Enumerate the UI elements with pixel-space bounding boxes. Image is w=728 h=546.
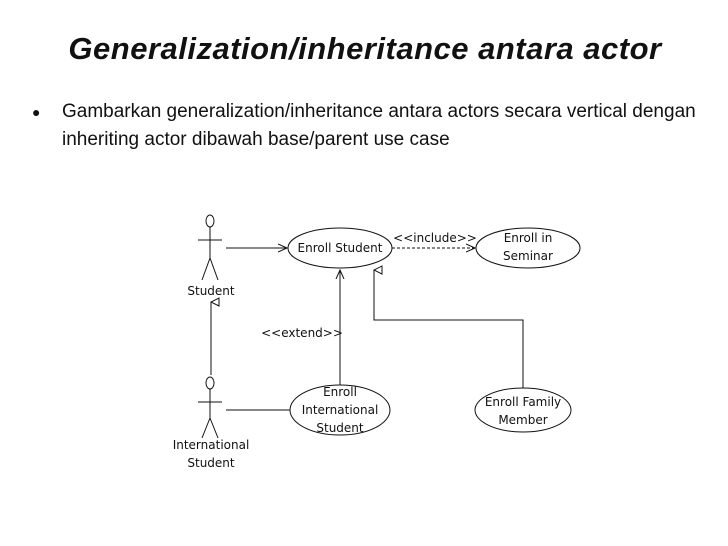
actor-international-head — [205, 376, 215, 390]
actor-international-left-leg — [201, 417, 211, 439]
actor-international-right-leg — [209, 417, 219, 439]
extend-relation-label: <<extend>> — [261, 326, 343, 340]
slide-title: Generalization/inheritance antara actor — [68, 31, 662, 66]
usecase-enroll-seminar — [475, 227, 581, 269]
usecase-enroll-seminar-label-line2: Seminar — [503, 249, 553, 263]
usecase-enroll-international-label-line3: Student — [316, 421, 364, 435]
actor-student-head — [205, 214, 215, 228]
usecase-enroll-international-label-line2: International — [302, 403, 379, 417]
actor-international-label-line2: Student — [187, 456, 235, 470]
usecase-enroll-international-label-line1: Enroll — [323, 385, 357, 399]
bullet-item: ● Gambarkan generalization/inheritance a… — [32, 98, 702, 154]
usecase-enroll-family-label-line1: Enroll Family — [485, 395, 561, 409]
actor-student — [198, 214, 222, 281]
bullet-dot-icon: ● — [32, 104, 41, 120]
include-relation-label: <<include>> — [393, 231, 477, 245]
usecase-enroll-family-label-line2: Member — [498, 413, 547, 427]
usecase-enroll-seminar-label-line1: Enroll in — [504, 231, 553, 245]
actor-international-student — [198, 376, 222, 439]
actor-international-label-line1: International — [173, 438, 250, 452]
actor-student-right-leg — [209, 257, 219, 281]
usecase-enroll-student-label: Enroll Student — [298, 241, 383, 255]
bullet-text: Gambarkan generalization/inheritance ant… — [62, 101, 696, 150]
actor-student-label: Student — [187, 284, 235, 298]
actor-student-left-leg — [201, 257, 211, 281]
generalization-usecase-line — [374, 270, 524, 388]
